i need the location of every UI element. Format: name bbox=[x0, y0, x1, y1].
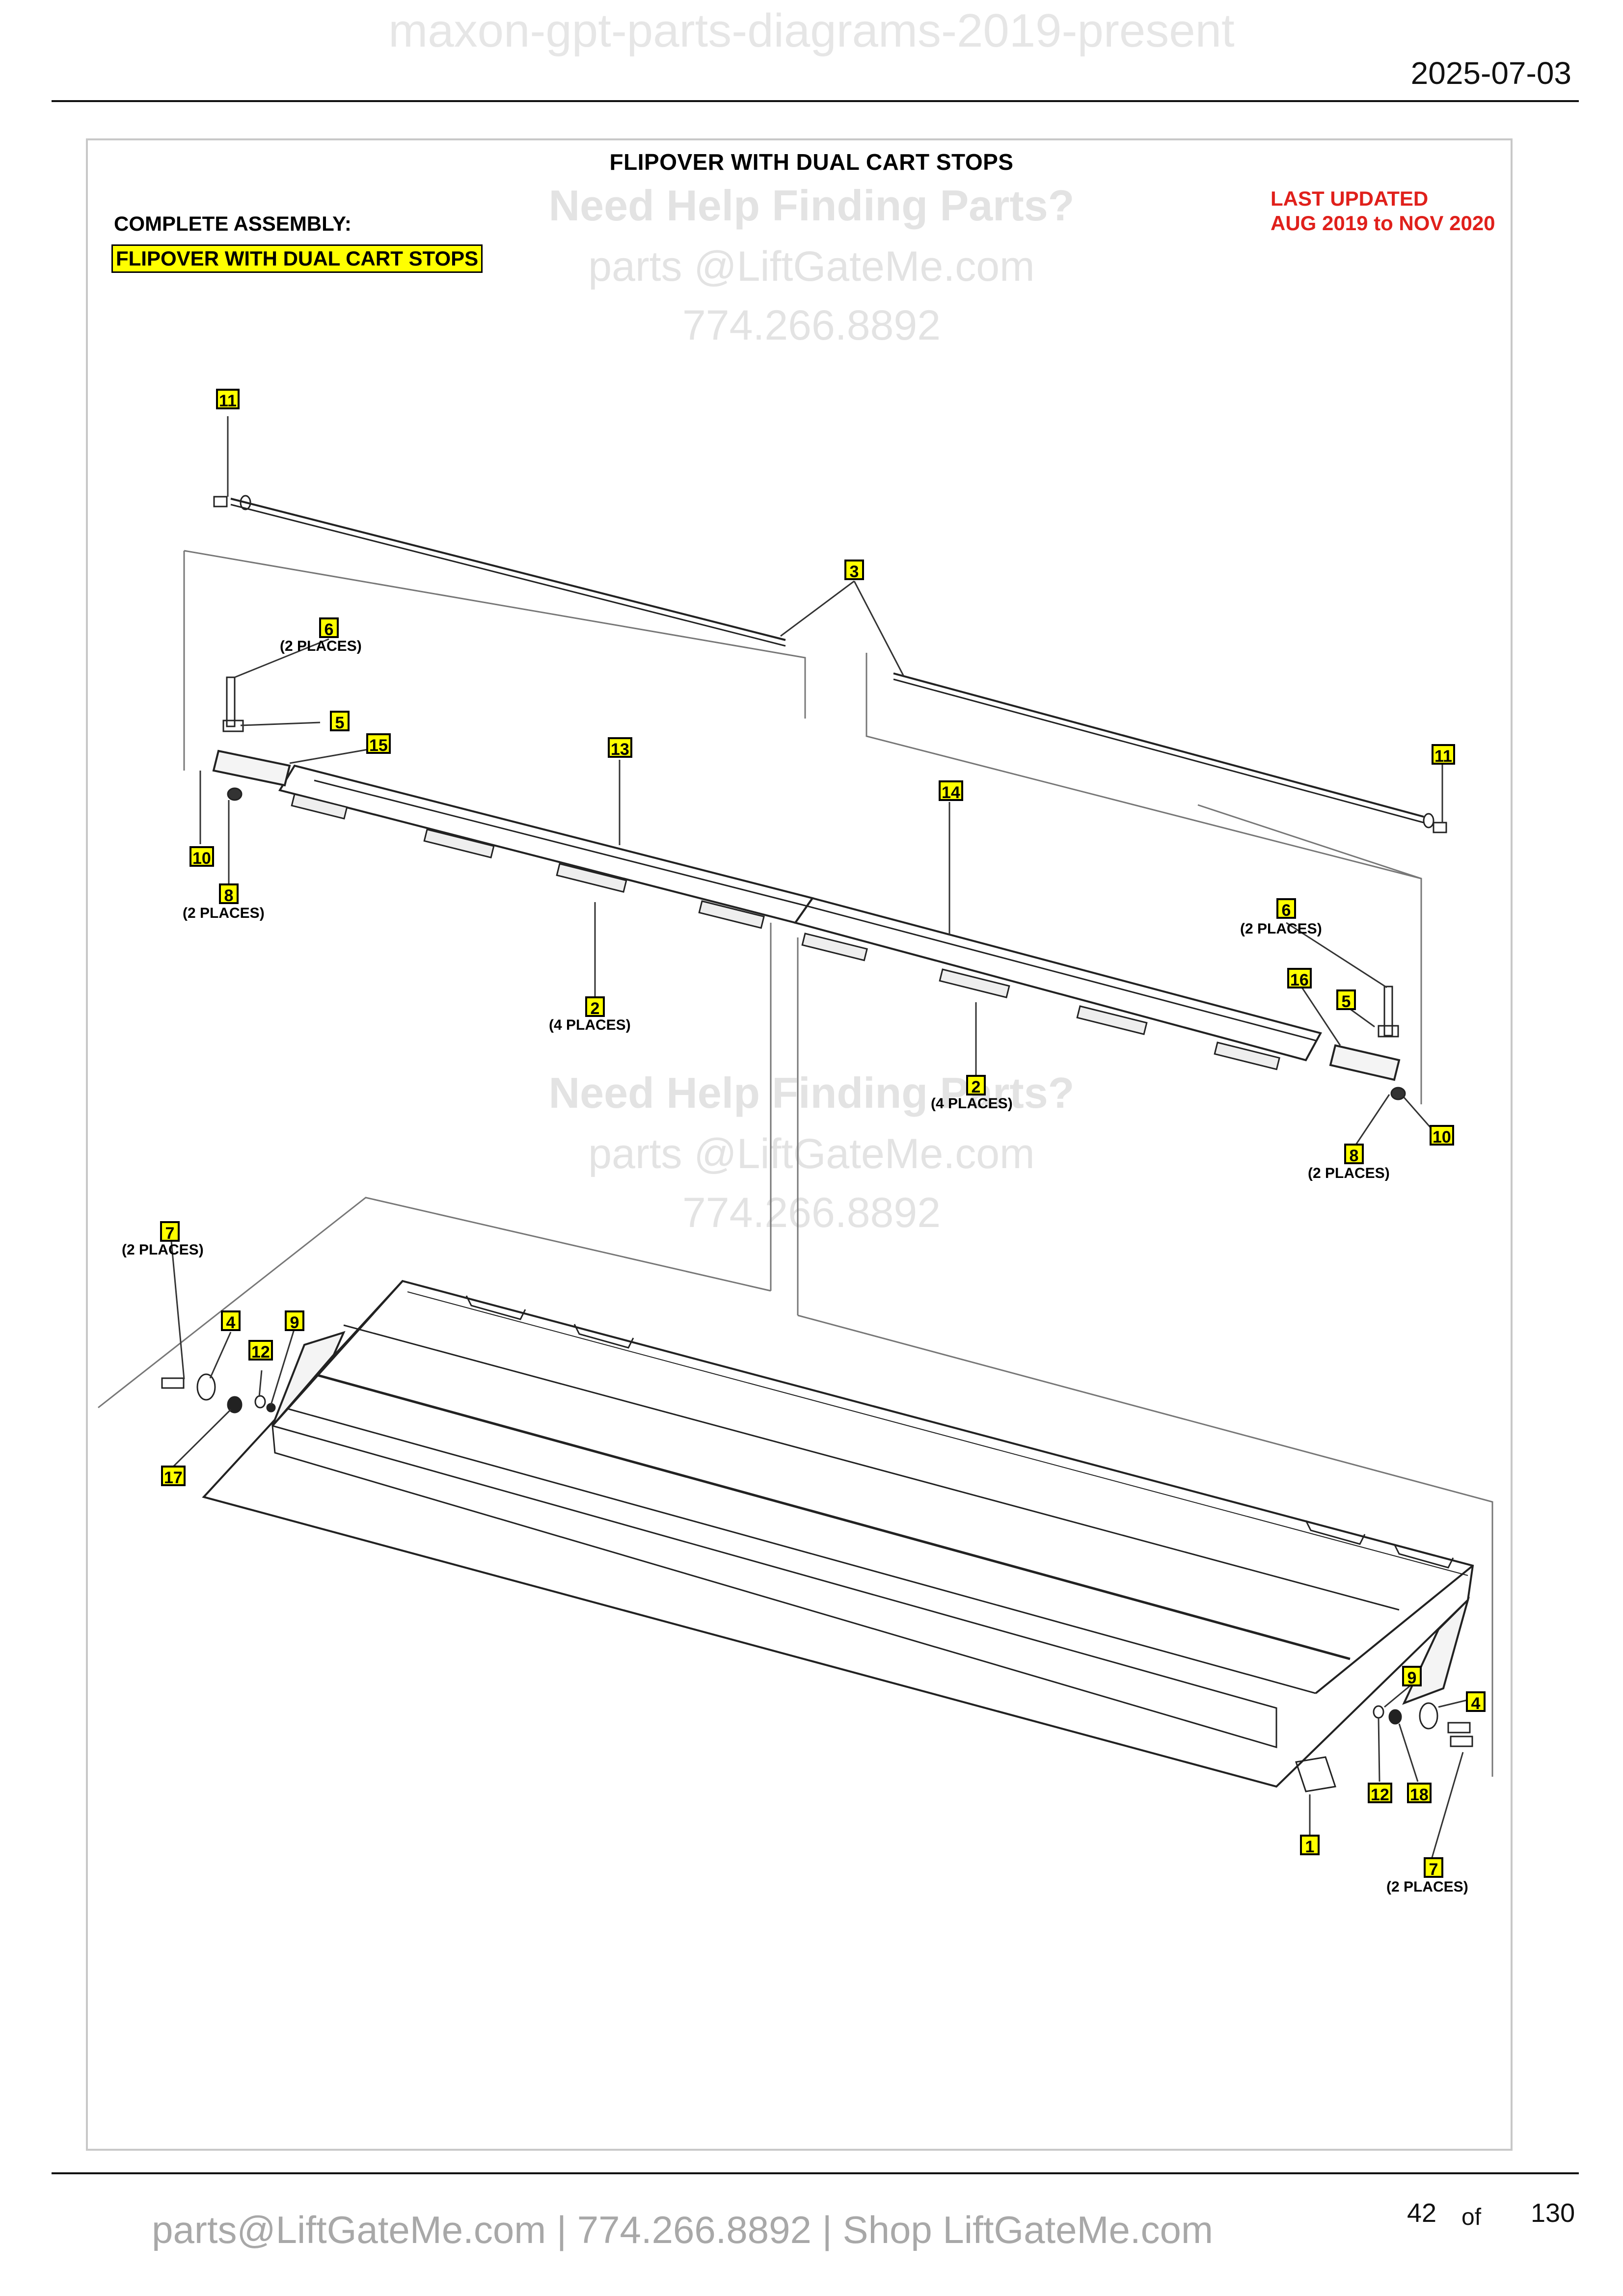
help-watermark-question-2: Need Help Finding Parts? bbox=[548, 1068, 1075, 1117]
complete-assembly-label: COMPLETE ASSEMBLY: bbox=[114, 212, 352, 235]
callout-5-a: 5 bbox=[330, 711, 350, 732]
footer-rule bbox=[52, 2172, 1579, 2174]
document-date: 2025-07-03 bbox=[1410, 55, 1571, 91]
page-of-label: of bbox=[1461, 2204, 1482, 2230]
callout-11-a: 11 bbox=[216, 389, 240, 410]
assembly-name-highlight: FLIPOVER WITH DUAL CART STOPS bbox=[111, 244, 483, 273]
callout-18: 18 bbox=[1407, 1783, 1432, 1804]
hinge-segments bbox=[291, 793, 1280, 1070]
callout-7-a: 7 bbox=[160, 1221, 180, 1243]
callout-6-b-note: (2 PLACES) bbox=[1240, 921, 1322, 937]
callout-10-a: 10 bbox=[189, 846, 214, 868]
page-number: 42 bbox=[1407, 2198, 1437, 2228]
pin-assembly-right bbox=[1373, 1702, 1473, 1747]
callout-2-a-note: (4 PLACES) bbox=[549, 1017, 631, 1033]
exploded-plane-left bbox=[184, 550, 806, 719]
upper-rod-left bbox=[213, 495, 786, 647]
callout-13: 13 bbox=[608, 737, 632, 759]
help-watermark-question: Need Help Finding Parts? bbox=[548, 181, 1075, 230]
help-watermark-phone: 774.266.8892 bbox=[682, 302, 941, 349]
callout-7-a-note: (2 PLACES) bbox=[122, 1242, 204, 1258]
callout-5-b: 5 bbox=[1336, 989, 1356, 1011]
pin-assembly-left bbox=[161, 1373, 276, 1414]
callout-6-a-note: (2 PLACES) bbox=[280, 638, 362, 654]
callout-2-b-note: (4 PLACES) bbox=[931, 1095, 1013, 1112]
upper-rod-right bbox=[893, 672, 1447, 833]
flipover-plate-left bbox=[278, 764, 814, 924]
callout-1: 1 bbox=[1300, 1835, 1320, 1856]
callout-15: 15 bbox=[366, 733, 391, 755]
callout-7-b-note: (2 PLACES) bbox=[1386, 1879, 1468, 1895]
plate-item-1 bbox=[1295, 1756, 1336, 1792]
callout-12-a: 12 bbox=[248, 1340, 273, 1362]
footer-contact: parts@LiftGateMe.com | 774.266.8892 | Sh… bbox=[152, 2208, 1213, 2251]
callout-8-b: 8 bbox=[1344, 1144, 1364, 1165]
cart-stop-left bbox=[212, 676, 291, 801]
last-updated-note: LAST UPDATED AUG 2019 to NOV 2020 bbox=[1271, 187, 1495, 236]
callout-14: 14 bbox=[939, 780, 963, 802]
side-plate-left bbox=[271, 1331, 346, 1427]
header-watermark: maxon-gpt-parts-diagrams-2019-present bbox=[388, 4, 1235, 57]
callout-8-a-note: (2 PLACES) bbox=[183, 905, 265, 921]
flipover-plate-right bbox=[793, 897, 1322, 1062]
callout-16: 16 bbox=[1287, 968, 1312, 989]
callout-3: 3 bbox=[844, 560, 864, 581]
callout-11-b: 11 bbox=[1432, 744, 1455, 766]
last-updated-label: LAST UPDATED bbox=[1271, 187, 1429, 210]
page-total: 130 bbox=[1531, 2198, 1575, 2228]
callout-4-a: 4 bbox=[221, 1310, 241, 1332]
callout-7-b: 7 bbox=[1424, 1857, 1443, 1879]
last-updated-range: AUG 2019 to NOV 2020 bbox=[1271, 212, 1495, 235]
callout-8-b-note: (2 PLACES) bbox=[1308, 1165, 1390, 1181]
callout-17: 17 bbox=[161, 1466, 186, 1487]
callout-4-b: 4 bbox=[1466, 1691, 1486, 1713]
callout-6-b: 6 bbox=[1276, 898, 1296, 920]
callout-8-a: 8 bbox=[219, 883, 239, 905]
callout-10-b: 10 bbox=[1430, 1125, 1454, 1147]
callout-2-a: 2 bbox=[585, 996, 605, 1018]
help-watermark-phone-2: 774.266.8892 bbox=[682, 1189, 941, 1236]
cart-stop-right bbox=[1329, 986, 1406, 1100]
callout-6-a: 6 bbox=[319, 617, 339, 639]
diagram-title: FLIPOVER WITH DUAL CART STOPS bbox=[609, 149, 1014, 175]
diagram-frame bbox=[86, 138, 1513, 2151]
help-watermark-email: parts @LiftGateMe.com bbox=[588, 243, 1035, 290]
callout-2-b: 2 bbox=[966, 1075, 986, 1096]
callout-9-b: 9 bbox=[1402, 1666, 1422, 1687]
platform-notches bbox=[465, 1295, 1454, 1569]
help-watermark-email-2: parts @LiftGateMe.com bbox=[588, 1130, 1035, 1177]
callout-12-b: 12 bbox=[1368, 1783, 1392, 1804]
header-rule bbox=[52, 100, 1579, 102]
callout-9-a: 9 bbox=[285, 1310, 304, 1332]
main-platform bbox=[202, 1280, 1474, 1788]
exploded-plane-right bbox=[866, 653, 1422, 880]
